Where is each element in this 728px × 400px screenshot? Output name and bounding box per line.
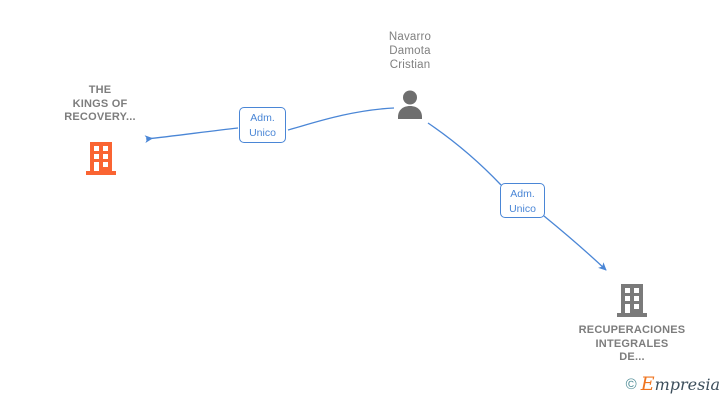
edge-navarro-to-recuperaciones bbox=[427, 122, 607, 271]
building-icon[interactable] bbox=[617, 282, 647, 318]
building-icon[interactable] bbox=[86, 140, 116, 176]
person-icon[interactable] bbox=[396, 89, 424, 121]
empresia-watermark: © Empresia bbox=[626, 375, 720, 394]
empresia-logo-text: Empresia bbox=[641, 375, 720, 394]
edge-navarro-to-kings bbox=[144, 107, 395, 143]
empresia-logo-initial: E bbox=[640, 373, 655, 395]
company-kings-label: THE KINGS OF RECOVERY... bbox=[64, 84, 136, 123]
edge-label-adm-unico-kings[interactable]: Adm. Unico bbox=[239, 107, 286, 143]
company-recuperaciones-label: RECUPERACIONES INTEGRALES DE... bbox=[578, 324, 686, 363]
copyright-icon: © bbox=[625, 376, 637, 393]
empresia-logo-rest: mpresia bbox=[654, 375, 720, 394]
person-navarro-label: Navarro Damota Cristian bbox=[388, 31, 432, 71]
edge-label-adm-unico-recuperaciones[interactable]: Adm. Unico bbox=[500, 183, 545, 218]
